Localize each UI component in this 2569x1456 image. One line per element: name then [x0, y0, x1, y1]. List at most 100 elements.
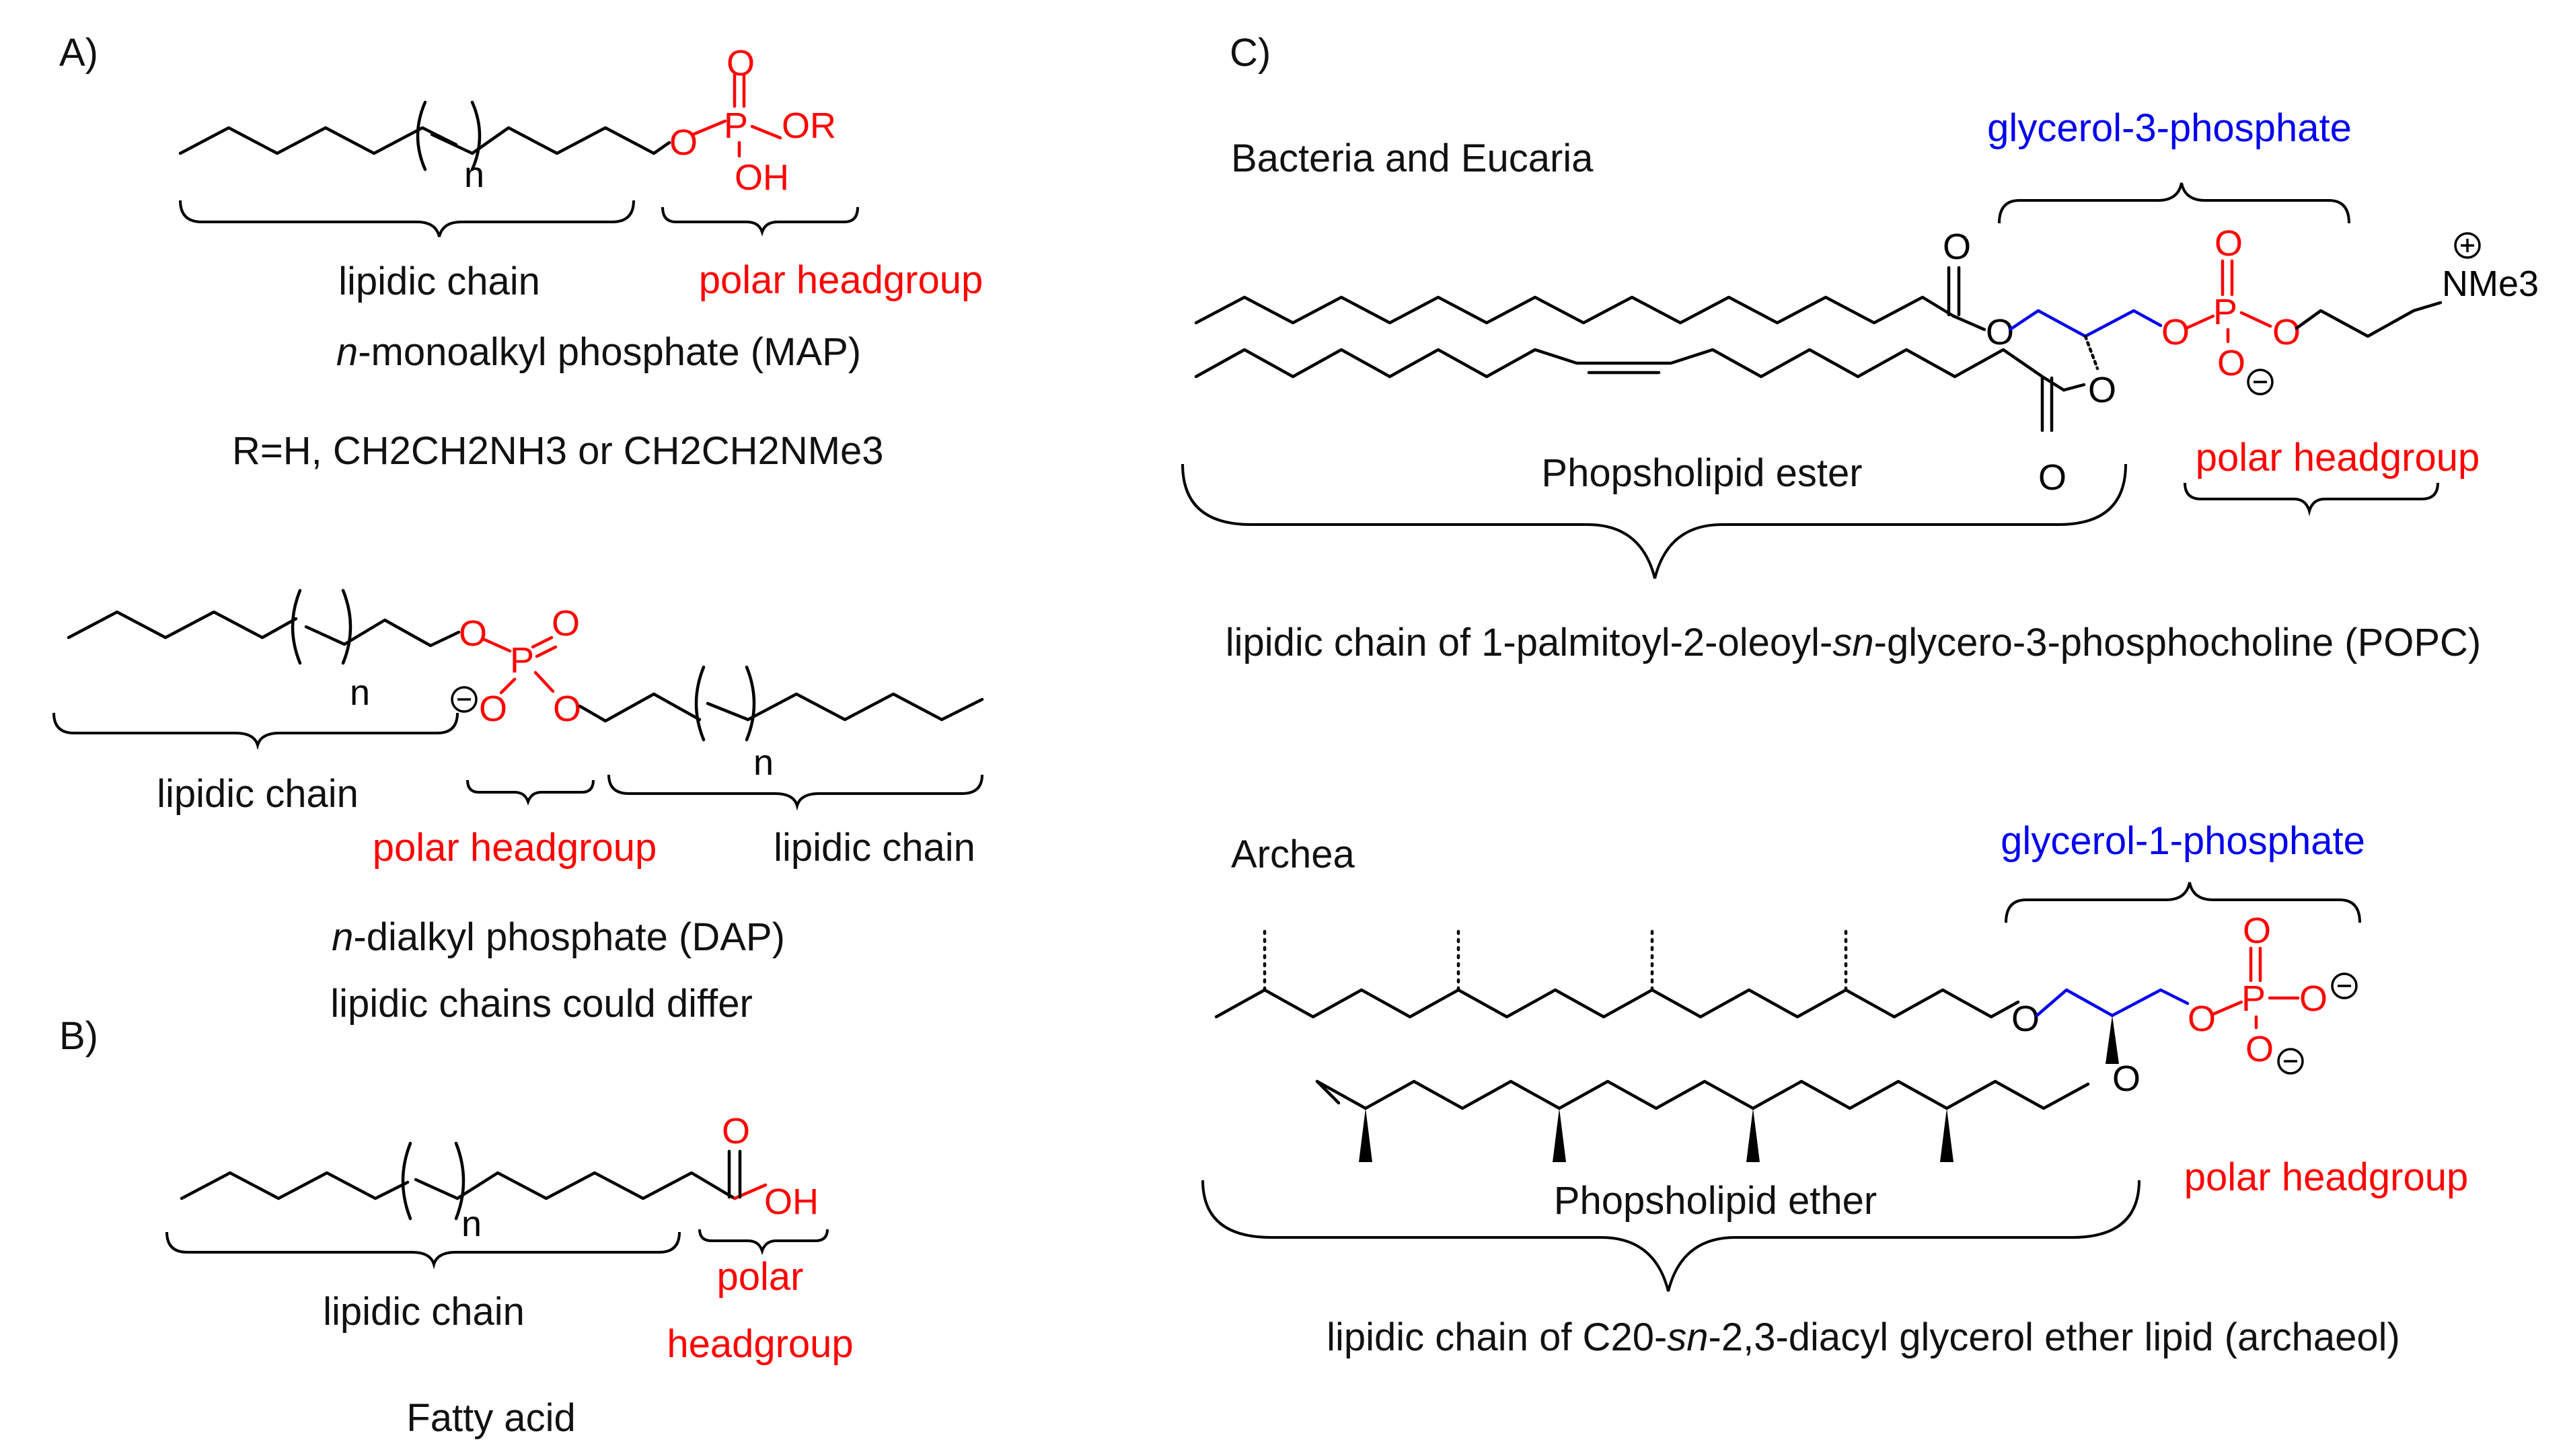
popc-plus-charge-icon — [2454, 232, 2481, 259]
archaeol-atom-o-p: O — [2188, 999, 2216, 1039]
dap-lipid-label-left: lipidic chain — [157, 772, 359, 816]
dap-note: lipidic chains could differ — [330, 982, 753, 1026]
map-chain-left — [178, 126, 458, 155]
popc-glycerol-backbone — [2008, 309, 2163, 338]
fa-atom-o: O — [722, 1111, 750, 1151]
popc-atom-o-up: O — [2214, 223, 2243, 264]
dap-atom-o3: O — [479, 689, 507, 729]
bacteria-group-label: Bacteria and Eucaria — [1231, 137, 1594, 180]
map-atom-oh: OH — [735, 157, 789, 198]
dap-repeat-bond-1 — [304, 625, 346, 646]
popc-caption: lipidic chain of 1-palmitoyl-2-oleoyl-sn… — [1226, 621, 2482, 664]
map-chain-right — [470, 126, 656, 155]
popc-caption-italic: sn — [1832, 621, 1873, 664]
popc-atom-p: P — [2213, 292, 2237, 332]
dap-minus-charge-icon — [451, 686, 478, 713]
popc-head-label: polar headgroup — [2196, 436, 2480, 480]
map-name: n-monoalkyl phosphate (MAP) — [336, 330, 861, 374]
dap-atom-o1: O — [459, 613, 487, 654]
archaeol-bottom-methyl-2 — [1553, 1108, 1566, 1162]
dap-bond-p-ominus — [499, 677, 517, 695]
map-r-groups: R=H, CH2CH2NH3 or CH2CH2NMe3 — [232, 429, 884, 473]
dap-chain-left-b — [342, 618, 461, 648]
fa-atom-oh: OH — [764, 1182, 819, 1222]
popc-atom-o-ester1: O — [1986, 312, 2014, 352]
dap-name-rest: -dialkyl phosphate (DAP) — [353, 915, 785, 959]
fa-lipid-brace — [165, 1231, 681, 1270]
popc-head-brace — [2184, 482, 2439, 516]
dap-atom-p: P — [510, 640, 534, 681]
fa-repeat-bond — [414, 1178, 459, 1200]
map-name-italic: n — [336, 330, 358, 374]
archaeol-bottom-methyl-3 — [1746, 1108, 1760, 1162]
map-atom-o1: O — [669, 122, 698, 163]
popc-chain-label: Phopsholipid ester — [1541, 451, 1862, 495]
map-bond-c-o — [652, 141, 671, 155]
archaeol-chain-label: Phopsholipid ether — [1554, 1179, 1877, 1223]
archaea-group-label: Archea — [1231, 833, 1355, 876]
archaeol-glycerol-backbone — [2035, 988, 2190, 1018]
map-atom-or: OR — [782, 106, 836, 146]
archaea-glycerol-brace — [2005, 882, 2361, 923]
popc-atom-o-carb1: O — [1943, 227, 1971, 267]
dap-lipid-brace-left — [52, 712, 459, 751]
map-repeat-n: n — [464, 155, 484, 195]
map-atom-o2: O — [727, 43, 755, 83]
archaeol-bottom-methyl-1 — [1359, 1108, 1372, 1162]
map-structure: n O P O OR OH — [178, 43, 836, 198]
dap-head-brace — [466, 779, 595, 806]
fa-name: Fatty acid — [406, 1396, 575, 1440]
dap-chain-left-a — [67, 610, 298, 640]
dap-paren-right-1 — [341, 588, 352, 665]
map-head-brace — [661, 206, 859, 237]
dap-bond-p-o-double-b — [535, 645, 558, 658]
map-atom-p: P — [724, 106, 748, 146]
fatty-acid-structure: n O OH — [180, 1111, 819, 1244]
popc-atom-o-down: O — [2217, 343, 2245, 383]
popc-bond-c-oester1 — [1951, 314, 1986, 332]
popc-atom-o-ester2: O — [2088, 370, 2116, 410]
dap-lipid-label-right: lipidic chain — [774, 826, 975, 870]
popc-stereo-bond — [2083, 334, 2099, 371]
dap-paren-left-2 — [694, 665, 706, 742]
popc-bond-o-p — [2184, 314, 2215, 330]
popc-choline-chain — [2295, 301, 2443, 338]
archaeol-structure: O O O P O O O — [1214, 911, 2358, 1162]
archaeol-bottom-terminal — [1315, 1079, 1341, 1105]
archaeol-atom-o-ether2: O — [2112, 1059, 2140, 1099]
archaeol-head-label: polar headgroup — [2184, 1155, 2468, 1199]
map-head-label: polar headgroup — [699, 258, 983, 302]
dap-repeat-n2: n — [753, 742, 774, 783]
map-repeat-paren-left — [416, 100, 427, 171]
archaeol-atom-o-up: O — [2243, 911, 2271, 951]
archaeol-minus-charge-icon-1 — [2331, 972, 2358, 999]
popc-minus-charge-icon — [2247, 369, 2274, 395]
archaeol-atom-o-right: O — [2299, 979, 2328, 1019]
popc-atom-o-p: O — [2161, 312, 2190, 352]
dap-lipid-brace-right — [607, 774, 983, 811]
popc-caption-pre: lipidic chain of 1-palmitoyl-2-oleoyl- — [1226, 621, 1833, 664]
dap-chain-right-a — [578, 692, 702, 723]
archaeol-atom-o-ether1: O — [2011, 999, 2040, 1039]
dap-repeat-n1: n — [350, 673, 370, 713]
popc-caption-post: -glycero-3-phosphocholine (POPC) — [1874, 621, 2482, 664]
fa-chain-right — [455, 1171, 737, 1200]
archaeol-bottom-chain — [1315, 1079, 2090, 1110]
bacteria-glycerol-label: glycerol-3-phosphate — [1987, 106, 2352, 150]
archaeol-caption: lipidic chain of C20-sn-2,3-diacyl glyce… — [1327, 1315, 2400, 1359]
archaeol-caption-post: -2,3-diacyl glycerol ether lipid (archae… — [1709, 1315, 2400, 1359]
archaea-glycerol-label: glycerol-1-phosphate — [2001, 819, 2365, 863]
archaeol-bond-o-p — [2211, 1000, 2243, 1016]
popc-atom-o-link: O — [2272, 312, 2301, 352]
fa-repeat-n: n — [461, 1204, 482, 1244]
dap-chain-right-b — [746, 692, 984, 722]
dap-repeat-bond-2 — [706, 701, 750, 722]
popc-palmitoyl-chain — [1194, 295, 1956, 325]
fa-lipid-label: lipidic chain — [323, 1290, 525, 1334]
fa-chain-left — [180, 1171, 410, 1200]
archaeol-caption-pre: lipidic chain of C20- — [1327, 1315, 1667, 1359]
archaeol-stereo-wedge — [2106, 1016, 2119, 1064]
popc-atom-nme3: NMe3 — [2442, 264, 2539, 304]
bacteria-glycerol-brace — [1998, 182, 2350, 224]
archaeol-bottom-methyl-4 — [1940, 1108, 1953, 1162]
